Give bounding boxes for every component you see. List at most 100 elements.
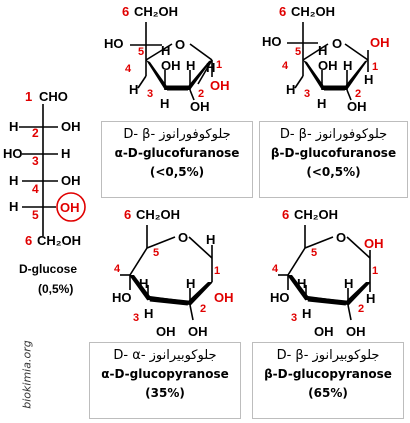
bp-c4-label: 4 — [272, 263, 279, 275]
linear-c4-label: 4 — [32, 182, 39, 196]
beta-pyranose-percent: (65%) — [308, 386, 348, 400]
bf-c6-label: 6 — [279, 4, 286, 19]
ap-c5-label: 5 — [153, 247, 159, 259]
linear-h3: H — [61, 146, 70, 161]
linear-name: D-glucose — [19, 262, 78, 276]
bf-c2-label: 2 — [355, 88, 361, 100]
ap-oh2: OH — [188, 324, 208, 339]
ap-ring-o: O — [178, 230, 188, 245]
af-h1: H — [206, 60, 215, 75]
ap-c2-label: 2 — [200, 303, 206, 315]
beta-furanose-caption: جلوكوفورانوز -D- β β-D-glucofuranose (<0… — [259, 121, 408, 198]
bp-oh3: OH — [314, 324, 334, 339]
ap-h4: H — [139, 276, 148, 291]
ap-c1-label: 1 — [214, 265, 220, 277]
af-h3: H — [160, 96, 169, 111]
alpha-furanose-latin: α-D-glucofuranose — [114, 146, 240, 160]
ap-c4-label: 4 — [114, 263, 121, 275]
alpha-pyranose-arabic: جلوكوبيرانوز -D- α — [113, 348, 217, 363]
bf-c5-label: 5 — [295, 46, 301, 58]
linear-oh5: OH — [60, 200, 80, 215]
bf-c1-label: 1 — [372, 61, 378, 73]
ap-h3: H — [144, 306, 153, 321]
alpha-pyranose-percent: (35%) — [145, 386, 185, 400]
bp-c1-label: 1 — [372, 265, 378, 277]
bf-c3-label: 3 — [304, 88, 310, 100]
linear-h4: H — [9, 173, 18, 188]
watermark: biokimia.org — [20, 340, 34, 409]
bp-ho4: HO — [270, 290, 290, 305]
beta-furanose-latin: β-D-glucofuranose — [270, 146, 397, 160]
beta-pyranose-arabic: جلوكوبيرانوز -D- β — [276, 348, 380, 363]
af-c4-label: 4 — [125, 63, 132, 75]
af-h4: H — [129, 82, 138, 97]
beta-pyranose-latin: β-D-glucopyranose — [264, 367, 392, 381]
af-c6-label: 6 — [122, 4, 129, 19]
af-h2: H — [186, 58, 195, 73]
af-ring-o: O — [175, 37, 185, 52]
alpha-pyranose-caption: جلوكوبيرانوز -D- α α-D-glucopyranose (35… — [89, 342, 241, 419]
bp-h4: H — [297, 276, 306, 291]
af-oh1: OH — [210, 78, 230, 93]
bp-c3-label: 3 — [291, 312, 297, 324]
beta-furanose-percent: (<0,5%) — [306, 165, 361, 179]
linear-h5: H — [9, 199, 18, 214]
bf-oh3: OH — [318, 58, 338, 73]
bf-oh1: OH — [370, 35, 390, 50]
bp-ch2oh: CH₂OH — [294, 207, 338, 222]
af-c3-label: 3 — [147, 88, 153, 100]
af-ho: HO — [104, 36, 124, 51]
af-oh3: OH — [161, 58, 181, 73]
beta-furanose-structure — [287, 22, 369, 101]
beta-furanose-wedge — [303, 60, 368, 90]
ap-ho4: HO — [112, 290, 132, 305]
linear-oh4: OH — [61, 173, 81, 188]
linear-c3-label: 3 — [32, 154, 39, 168]
bf-h1: H — [364, 72, 373, 87]
linear-oh2: OH — [61, 119, 81, 134]
bf-c4-label: 4 — [282, 60, 289, 72]
bf-h2: H — [343, 58, 352, 73]
alpha-furanose-percent: (<0,5%) — [149, 165, 205, 179]
linear-c5-label: 5 — [32, 208, 39, 222]
linear-h2: H — [9, 119, 18, 134]
alpha-furanose-caption: جلوكوفورانوز -D- β α-D-glucofuranose (<0… — [101, 121, 253, 198]
bf-ho: HO — [262, 34, 282, 49]
bp-oh2: OH — [346, 324, 366, 339]
ap-h2: H — [186, 276, 195, 291]
af-c1-label: 1 — [216, 59, 222, 71]
bp-h1: H — [366, 291, 375, 306]
ap-oh3: OH — [156, 324, 176, 339]
ap-c3-label: 3 — [133, 312, 139, 324]
bp-oh1: OH — [364, 236, 384, 251]
alpha-pyranose-structure — [120, 225, 213, 321]
ap-ch2oh: CH₂OH — [136, 207, 180, 222]
bf-h5: H — [318, 43, 327, 58]
linear-oh-highlight — [56, 192, 86, 222]
af-h5: H — [161, 43, 170, 58]
bp-h2: H — [344, 276, 353, 291]
linear-percent: (0,5%) — [38, 282, 74, 296]
linear-cho: CHO — [39, 89, 68, 104]
af-c5-label: 5 — [138, 46, 144, 58]
linear-c1-label: 1 — [25, 89, 32, 104]
beta-furanose-arabic: جلوكوفورانوز -D- β — [279, 127, 388, 142]
bf-h3: H — [317, 96, 326, 111]
linear-ch2oh: CH₂OH — [37, 233, 81, 248]
linear-c2-label: 2 — [32, 126, 39, 140]
bf-h4: H — [286, 82, 295, 97]
linear-c6-label: 6 — [25, 233, 32, 248]
alpha-furanose-arabic: جلوكوفورانوز -D- β — [123, 127, 231, 142]
af-oh2: OH — [190, 99, 210, 114]
alpha-furanose-wedge — [146, 60, 212, 90]
linear-ho3: HO — [3, 146, 23, 161]
bf-ring-o: O — [332, 36, 342, 51]
alpha-pyranose-latin: α-D-glucopyranose — [101, 367, 229, 381]
bp-ring-o: O — [336, 230, 346, 245]
bp-c2-label: 2 — [358, 303, 364, 315]
bf-ch2oh: CH₂OH — [291, 4, 335, 19]
bf-oh2: OH — [347, 99, 367, 114]
beta-pyranose-structure — [278, 225, 371, 321]
